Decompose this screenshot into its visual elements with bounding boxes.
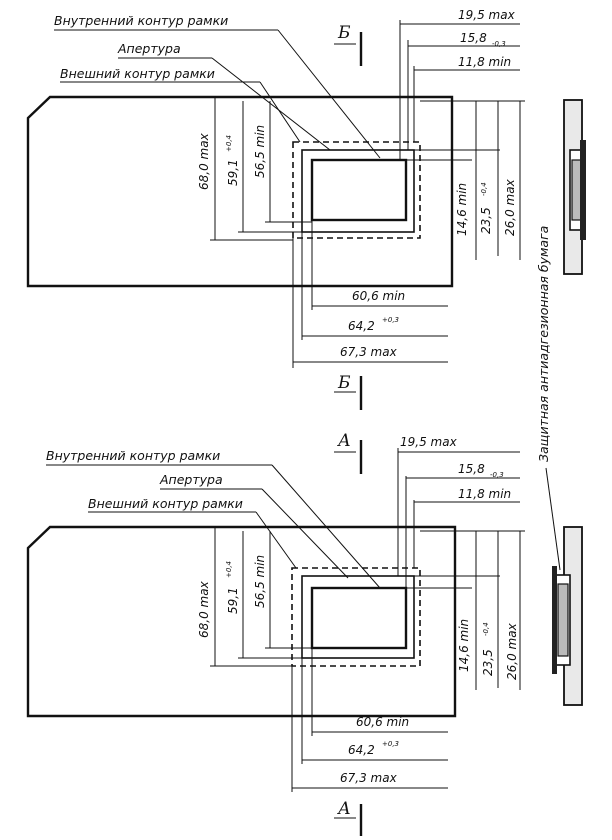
top-label-inner-contour: Внутренний контур рамки [54, 13, 228, 28]
bottom-dim-59-1: 59,1 [226, 587, 240, 614]
side-label-protective-paper: Защитная антиадгезионная бумага [536, 226, 551, 462]
bottom-dim-59-1-tol: +0,4 [225, 561, 233, 578]
bottom-label-inner-contour: Внутренний контур рамки [46, 448, 220, 463]
top-dim-15-8: 15,8 [460, 31, 487, 45]
bottom-dim-11-8: 11,8 min [458, 487, 511, 501]
top-dim-23-5: 23,5 [479, 207, 493, 234]
bottom-dim-67-3: 67,3 max [340, 771, 398, 785]
top-dim-60-6: 60,6 min [352, 289, 405, 303]
bottom-film-outline [26, 525, 457, 718]
top-aperture [310, 158, 408, 222]
top-view: Б Б Внутренний контур рамки Апертура Вне… [26, 8, 525, 410]
top-dim-11-8: 11,8 min [458, 55, 511, 69]
bottom-dim-15-8-tol: -0,3 [490, 471, 504, 479]
top-dim-64-2: 64,2 [348, 319, 375, 333]
bottom-dim-23-5-tol: -0,4 [482, 622, 490, 636]
top-section-label-bottom: Б [337, 373, 351, 393]
bottom-dim-14-6: 14,6 min [457, 619, 471, 672]
bottom-dim-56-5: 56,5 min [253, 555, 267, 608]
top-dim-64-2-tol: +0,3 [382, 316, 399, 324]
top-dim-59-1: 59,1 [226, 159, 240, 186]
bottom-dim-64-2: 64,2 [348, 743, 375, 757]
top-dim-15-8-tol: -0,3 [492, 40, 506, 48]
top-label-outer-contour: Внешний контур рамки [60, 66, 215, 81]
top-dim-56-5: 56,5 min [253, 125, 267, 178]
bottom-label-outer-contour: Внешний контур рамки [88, 496, 243, 511]
side-leader [545, 467, 561, 571]
top-dim-19-5: 19,5 max [458, 8, 516, 22]
bottom-inner-contour [301, 575, 415, 659]
bottom-section-label-top: А [337, 431, 351, 451]
bottom-label-aperture: Апертура [159, 472, 223, 487]
bottom-outer-contour [291, 567, 421, 667]
top-inner-contour [301, 149, 415, 233]
bottom-dim-23-5: 23,5 [481, 649, 495, 676]
bottom-dim-26: 26,0 max [505, 622, 519, 680]
top-dim-26: 26,0 max [503, 178, 517, 236]
top-dim-23-5-tol: -0,4 [480, 182, 488, 196]
top-dim-67-3: 67,3 max [340, 345, 398, 359]
top-film-outline [26, 95, 454, 288]
bottom-dim-15-8: 15,8 [458, 462, 485, 476]
side-section-bottom [552, 526, 583, 706]
bottom-dim-68: 68,0 max [197, 580, 211, 638]
top-section-label-top: Б [337, 23, 351, 43]
top-label-aperture: Апертура [117, 41, 181, 56]
bottom-section-label-bottom: А [337, 799, 351, 819]
top-outer-contour [292, 141, 421, 239]
bottom-dim-64-2-tol: +0,3 [382, 740, 399, 748]
top-dim-68: 68,0 max [197, 132, 211, 190]
bottom-view: А А Внутренний контур рамки Апертура Вне… [26, 431, 525, 836]
bottom-dim-19-5: 19,5 max [400, 435, 458, 449]
side-section-top [563, 99, 586, 275]
top-dim-59-1-tol: +0,4 [225, 135, 233, 152]
bottom-aperture [310, 586, 408, 650]
bottom-dim-60-6: 60,6 min [356, 715, 409, 729]
top-dim-14-6: 14,6 min [455, 183, 469, 236]
